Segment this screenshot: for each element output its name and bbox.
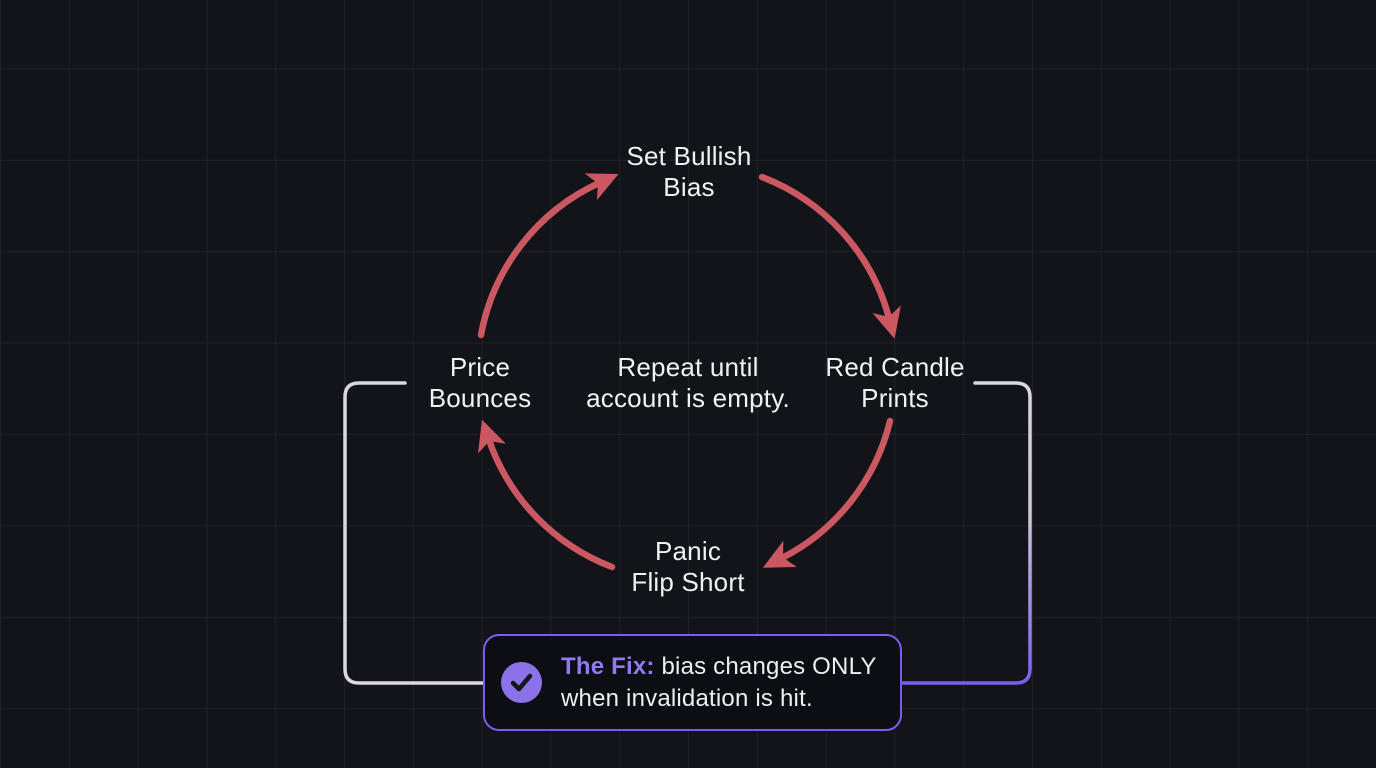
cycle-arrow-left-to-top <box>477 173 619 339</box>
cycle-node-bottom-line2: Flip Short <box>631 567 745 597</box>
cycle-node-left-line2: Bounces <box>428 383 532 413</box>
fix-callout-line2: when invalidation is hit. <box>561 684 813 712</box>
cycle-node-top: Set Bullish Bias <box>626 141 751 203</box>
cycle-node-left: Price Bounces <box>429 352 532 414</box>
cycle-node-bottom: Panic Flip Short <box>631 536 744 598</box>
cycle-node-left-line1: Price <box>449 352 511 382</box>
cycle-center-caption-line2: account is empty. <box>586 383 790 413</box>
feedback-bracket-right <box>688 381 1032 685</box>
cycle-node-bottom-line1: Panic <box>654 536 722 566</box>
cycle-node-right: Red Candle Prints <box>825 352 964 414</box>
cycle-node-right-line1: Red Candle <box>825 352 965 382</box>
cycle-arrow-top-to-right <box>758 173 901 339</box>
cycle-center-caption: Repeat until account is empty. <box>586 352 790 414</box>
check-icon <box>501 662 542 703</box>
cycle-node-top-line1: Set Bullish <box>626 141 752 171</box>
cycle-arrow-right-to-bottom <box>762 417 894 568</box>
cycle-arrow-bottom-to-left <box>478 419 616 571</box>
cycle-node-top-line2: Bias <box>663 172 715 202</box>
fix-callout-highlight: The Fix: <box>561 653 655 680</box>
cycle-node-right-line2: Prints <box>861 383 929 413</box>
fix-callout-text: The Fix: bias changes ONLY when invalida… <box>561 651 877 714</box>
fix-callout-line1: The Fix: bias changes ONLY <box>561 651 877 683</box>
fix-callout-rest: bias changes ONLY <box>661 653 877 680</box>
cycle-center-caption-line1: Repeat until <box>617 352 759 382</box>
fix-callout-box: The Fix: bias changes ONLY when invalida… <box>483 634 902 731</box>
feedback-bracket-left <box>343 381 692 685</box>
